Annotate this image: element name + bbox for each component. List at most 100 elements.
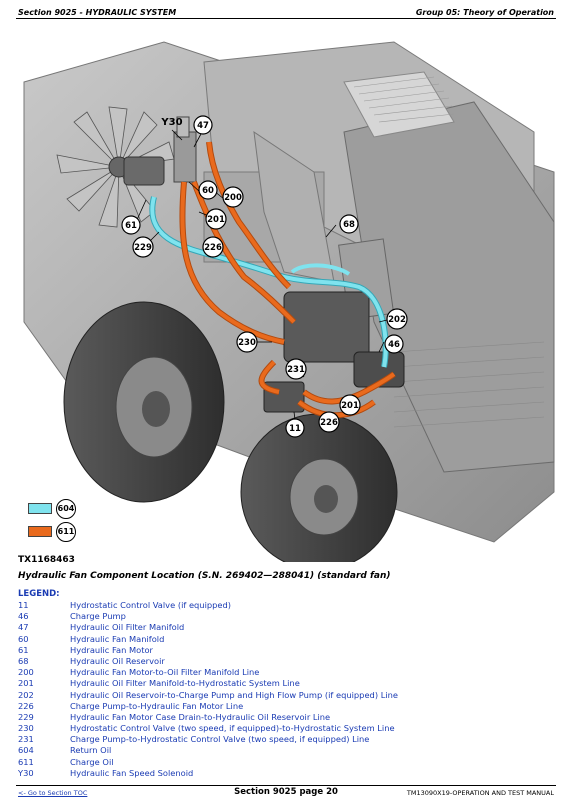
speed-solenoid (176, 116, 190, 138)
callout-201-lower: 201 (339, 394, 361, 416)
legend-description: Hydraulic Fan Speed Solenoid (70, 767, 194, 778)
svg-text:11: 11 (289, 424, 301, 434)
legend-number: 46 (18, 611, 29, 622)
svg-text:230: 230 (238, 338, 256, 348)
cooling-fan (56, 106, 175, 228)
legend-item: 230 Hydrostatic Control Valve (two speed,… (18, 723, 538, 734)
legend-description: Charge Pump-to-Hydraulic Fan Motor Line (70, 700, 244, 711)
legend-number: Y30 (18, 767, 34, 778)
legend-number: 68 (18, 655, 29, 666)
svg-text:68: 68 (343, 220, 355, 230)
page-number: Section 9025 page 20 (234, 787, 338, 797)
callouts: Y30 47 60 61 200 201 229 226 68 202 230 … (121, 115, 408, 438)
svg-text:200: 200 (224, 193, 242, 203)
legend-number: 60 (18, 633, 29, 644)
legend-item: 611 Charge Oil (18, 757, 538, 768)
callout-202: 202 (386, 308, 408, 330)
callout-201-upper: 201 (205, 208, 227, 230)
legend-item: 11 Hydrostatic Control Valve (if equipped… (18, 600, 538, 611)
legend-title: LEGEND: (18, 589, 60, 599)
svg-text:46: 46 (388, 340, 400, 350)
legend-item: 229 Hydraulic Fan Motor Case Drain-to-Hyd… (18, 712, 538, 723)
svg-text:229: 229 (134, 243, 152, 253)
legend-number: 231 (18, 734, 34, 745)
legend-description: Hydraulic Oil Filter Manifold-to-Hydrost… (70, 678, 300, 689)
legend-number: 229 (18, 711, 34, 722)
charge-oil-swatch (28, 526, 52, 537)
callout-226-upper: 226 (202, 236, 224, 258)
legend-number: 604 (18, 745, 34, 756)
legend-item: 226 Charge Pump-to-Hydraulic Fan Motor Li… (18, 701, 538, 712)
svg-text:201: 201 (341, 401, 359, 411)
legend-description: Charge Oil (70, 756, 114, 767)
cab-grid (393, 341, 545, 428)
section-title: Section 9025 - HYDRAULIC SYSTEM (18, 8, 177, 17)
callout-200: 200 (222, 186, 244, 208)
left-front-cap (142, 391, 170, 427)
legend-number: 202 (18, 689, 34, 700)
legend-list: 11 Hydrostatic Control Valve (if equipped… (18, 600, 538, 779)
legend-number: 226 (18, 700, 34, 711)
legend-number: 230 (18, 723, 34, 734)
callout-229: 229 (132, 236, 154, 258)
fan-manifold (173, 131, 197, 183)
legend-description: Hydraulic Fan Motor (70, 644, 153, 655)
svg-text:226: 226 (204, 243, 222, 253)
svg-text:61: 61 (125, 221, 137, 231)
legend-number: 611 (18, 756, 34, 767)
callout-47: 47 (193, 115, 213, 135)
hydrostatic-pump (283, 291, 370, 363)
legend-item: 47 Hydraulic Oil Filter Manifold (18, 622, 538, 633)
legend-item: 604 Return Oil (18, 745, 538, 756)
legend-item: 61 Hydraulic Fan Motor (18, 645, 538, 656)
figure-caption: Hydraulic Fan Component Location (S.N. 2… (18, 571, 391, 581)
legend-item: 46 Charge Pump (18, 611, 538, 622)
legend-item: 68 Hydraulic Oil Reservoir (18, 656, 538, 667)
svg-text:226: 226 (320, 418, 338, 428)
legend-number: 47 (18, 622, 29, 633)
go-to-section-toc-link[interactable]: <- Go to Section TOC (18, 789, 88, 797)
legend-number: 11 (18, 600, 29, 610)
fan-motor (123, 156, 165, 186)
header-rule (16, 18, 556, 19)
legend-number: 61 (18, 644, 29, 655)
legend-description: Hydraulic Oil Reservoir (70, 655, 165, 666)
callout-y30: Y30 (160, 117, 182, 128)
cab-frame (343, 101, 555, 473)
legend-description: Hydraulic Fan Motor-to-Oil Filter Manifo… (70, 667, 260, 678)
legend-item: 231 Charge Pump-to-Hydrostatic Control Va… (18, 734, 538, 745)
callout-230: 230 (236, 331, 258, 353)
legend-description: Return Oil (70, 745, 112, 756)
page-header: Section 9025 - HYDRAULIC SYSTEM Group 05… (0, 0, 572, 24)
radiator-grille (353, 76, 455, 123)
svg-text:Y30: Y30 (160, 117, 182, 128)
svg-text:202: 202 (388, 315, 406, 325)
figure-id: TX1168463 (18, 555, 75, 565)
callout-46: 46 (384, 334, 404, 354)
legend-description: Hydrostatic Control Valve (two speed, if… (70, 723, 395, 734)
callout-231: 231 (285, 358, 307, 380)
legend-description: Hydraulic Oil Filter Manifold (70, 622, 185, 633)
legend-description: Hydraulic Fan Motor Case Drain-to-Hydrau… (70, 711, 331, 722)
legend-number: 200 (18, 667, 34, 678)
callout-226-lower: 226 (318, 411, 340, 433)
reservoir-tank (253, 130, 335, 283)
legend-item: Y30 Hydraulic Fan Speed Solenoid (18, 768, 538, 779)
hydraulic-fan-illustration: Y30 47 60 61 200 201 229 226 68 202 230 … (23, 41, 555, 562)
svg-text:47: 47 (197, 121, 209, 131)
left-rear-cap (314, 485, 338, 513)
legend-description: Hydrostatic Control Valve (if equipped) (70, 600, 232, 610)
legend-number: 201 (18, 678, 34, 689)
legend-description: Charge Pump-to-Hydrostatic Control Valve… (70, 734, 370, 745)
return-oil-key: 604 (56, 499, 76, 519)
callout-60: 60 (198, 180, 218, 200)
svg-text:60: 60 (202, 186, 214, 196)
legend-item: 201 Hydraulic Oil Filter Manifold-to-Hydr… (18, 678, 538, 689)
footer-rule (16, 785, 556, 786)
svg-text:201: 201 (207, 215, 225, 225)
group-title: Group 05: Theory of Operation (415, 8, 554, 17)
callout-11: 11 (285, 418, 305, 438)
legend-description: Charge Pump (70, 611, 126, 622)
return-oil-swatch (28, 503, 52, 514)
